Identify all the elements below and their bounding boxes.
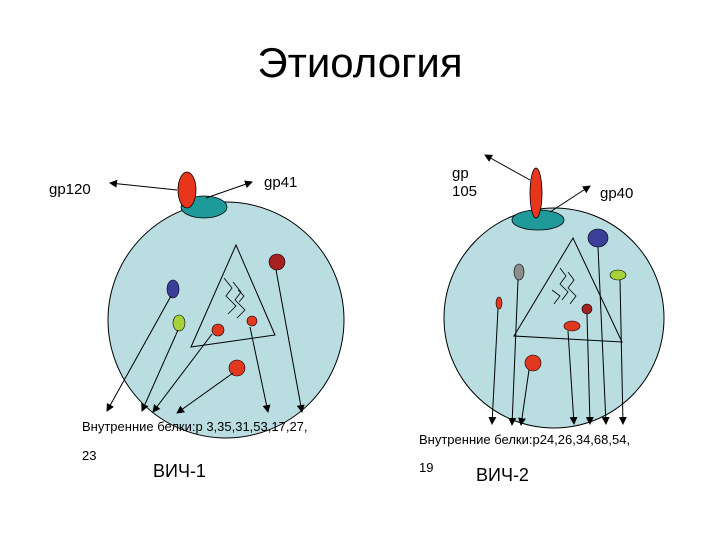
slide-title: Этиология <box>257 39 463 86</box>
hiv1-proteins-caption: Внутренние белки:р 3,35,31,53,17,27, <box>82 419 308 434</box>
hiv1-protein-arrows <box>106 269 305 414</box>
hiv1-protein-green <box>172 314 186 332</box>
hiv2-protein-red-mid <box>563 320 581 332</box>
hiv1-protein-red-small <box>211 323 225 337</box>
hiv2-virus-name: ВИЧ-2 <box>476 465 529 485</box>
hiv2-gp105-arrow <box>484 154 531 181</box>
hiv2-rna <box>551 267 577 305</box>
hiv2-virion <box>443 154 665 429</box>
hiv2-protein-red-big <box>524 354 542 372</box>
hiv1-virion <box>106 171 345 439</box>
hiv1-gp120-arrow <box>109 179 178 191</box>
hiv2-protein-arrows <box>488 246 627 426</box>
hiv2-protein-red-small <box>495 296 503 310</box>
hiv1-protein-darkred <box>268 253 286 271</box>
hiv2-envelope <box>443 207 665 429</box>
hiv2-protein-blue <box>587 228 609 248</box>
hiv2-protein-green <box>609 269 627 281</box>
hiv2-gp105-head <box>529 167 543 219</box>
hiv1-capsid <box>190 243 276 348</box>
hiv2-proteins-caption-cont: 19 <box>419 460 434 475</box>
hiv2-gp40-label: gp40 <box>600 185 634 202</box>
hiv1-gp41-label: gp41 <box>264 174 298 191</box>
hiv1-protein-red-big <box>228 359 246 377</box>
hiv1-virus-name: ВИЧ-1 <box>153 461 206 481</box>
hiv1-gp120-head <box>177 171 197 209</box>
hiv1-gp41-arrow <box>205 180 253 199</box>
hiv1-protein-blue <box>166 279 180 299</box>
hiv2-proteins-caption: Внутренние белки:р24,26,34,68,54, <box>419 432 631 447</box>
hiv1-protein-red-mid <box>246 315 258 327</box>
hiv1-gp120-label: gp120 <box>49 181 91 198</box>
hiv2-protein-darkred <box>581 303 593 315</box>
hiv2-gp105-label-line2: 105 <box>452 183 478 200</box>
hiv2-capsid <box>513 236 623 343</box>
hiv2-gp40-arrow <box>549 185 591 213</box>
hiv1-proteins-caption-cont: 23 <box>82 448 97 463</box>
hiv2-gp105-label-line1: gp <box>452 165 469 182</box>
hiv1-rna <box>223 277 246 319</box>
hiv2-protein-grey <box>513 263 525 281</box>
hiv1-envelope <box>107 201 345 439</box>
